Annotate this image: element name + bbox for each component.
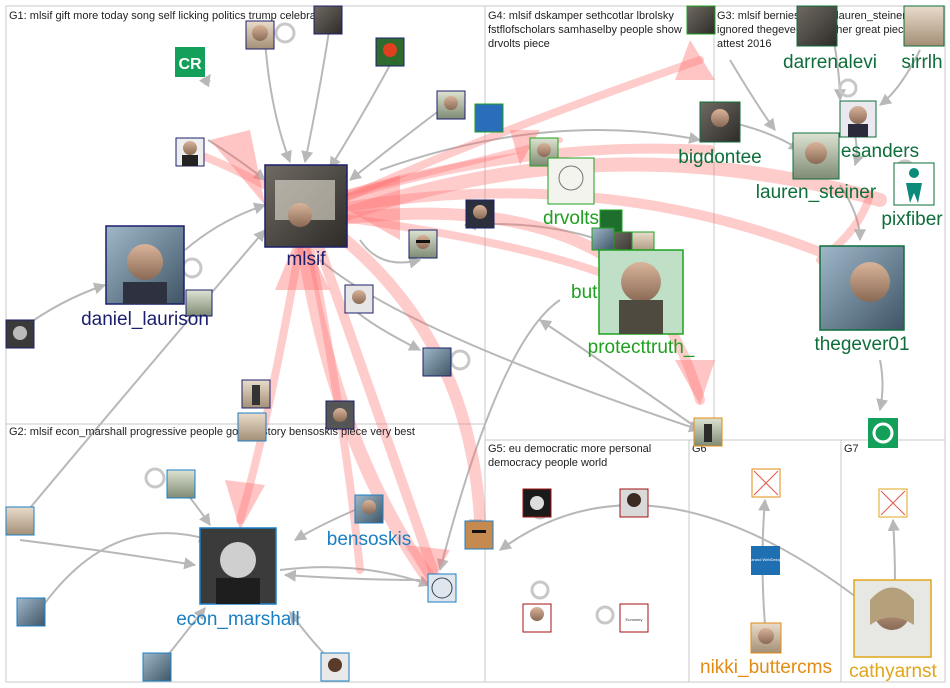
label-pixfiber[interactable]: pixfiber	[881, 209, 943, 230]
label-protecttruth[interactable]: protecttruth_	[588, 337, 695, 358]
label-esanders[interactable]: esanders	[841, 141, 919, 162]
avatar-node-g1-small-girl[interactable]	[185, 289, 213, 317]
avatar-node-bigdontee[interactable]	[699, 101, 741, 143]
avatar-node-g2-left-a[interactable]	[5, 506, 35, 536]
marand-logo-text: Marand WebDesign	[748, 557, 783, 562]
avatar-node-nikki-buttercms[interactable]	[750, 622, 782, 654]
avatar-node-g1-top-right[interactable]	[313, 5, 343, 35]
pixfiber-logo-node[interactable]	[893, 162, 935, 206]
avatar-node-g1-hat[interactable]	[237, 412, 267, 442]
label-bensoskis[interactable]: bensoskis	[327, 529, 412, 550]
label-sirrlh[interactable]: sirrlh	[901, 52, 942, 73]
avatar-node-g1-glasses[interactable]	[344, 284, 374, 314]
group-label-g1: G1: mlsif gift more today song self lick…	[9, 10, 334, 22]
avatar-node-g5-dark[interactable]	[522, 488, 552, 518]
avatar-node-cathyarnst[interactable]	[853, 579, 932, 658]
avatar-node-drvolts[interactable]	[547, 157, 595, 205]
avatar-node-g4-cluster-b[interactable]	[591, 227, 615, 251]
group-labels: G1: mlsif gift more today song self lick…	[9, 10, 910, 469]
avatar-node-g1-woman-top[interactable]	[245, 20, 275, 50]
label-nikki-buttercms[interactable]: nikki_buttercms	[700, 657, 832, 678]
avatar-node-g2-compass[interactable]	[427, 573, 457, 603]
avatar-node-esanders[interactable]	[839, 100, 877, 138]
group-label-g4: G4: mlsif dskamper sethcotlar lbrolsky f…	[488, 10, 685, 50]
label-daniel-laurison[interactable]: daniel_laurison	[81, 309, 209, 330]
gray-edges	[19, 19, 921, 666]
label-thegever01[interactable]: thegever01	[814, 334, 909, 355]
label-darrenalevi[interactable]: darrenalevi	[783, 52, 877, 73]
avatar-node-g1-suit[interactable]	[175, 137, 205, 167]
avatar-node-daniel-laurison[interactable]	[105, 225, 185, 305]
avatar-node-econ-marshall[interactable]	[199, 527, 277, 605]
avatar-node-g2-left-b[interactable]	[16, 597, 46, 627]
avatar-node-g2-cartoon[interactable]	[464, 520, 494, 550]
group-label-g4-line1: G4: mlsif dskamper sethcotlar lbrolsky	[488, 10, 674, 22]
avatar-node-g5-man[interactable]	[522, 603, 552, 633]
group-label-g4-line2: fstflofscholars samhaselby people show	[488, 24, 682, 36]
eumoney-logo-node[interactable]: Eumoney	[619, 603, 649, 633]
self-loops	[144, 22, 916, 625]
label-drvolts[interactable]: drvolts	[543, 208, 599, 229]
node-labels: mlsif daniel_laurison econ_marshall bens…	[81, 52, 943, 682]
avatar-node-g1-cap[interactable]	[325, 400, 355, 430]
group-label-g7: G7	[844, 443, 859, 455]
group-label-g5: G5: eu democratic more personal democrac…	[488, 443, 654, 469]
avatar-node-g1-flower[interactable]	[375, 37, 405, 67]
broken-image-node-g7[interactable]	[878, 488, 908, 518]
avatar-node-g2-bottom-a[interactable]	[142, 652, 172, 682]
cr-logo-text: CR	[178, 56, 202, 73]
avatar-node-g1-woman-right[interactable]	[436, 90, 466, 120]
label-cathyarnst[interactable]: cathyarnst	[849, 661, 937, 682]
avatar-node-sirrlh[interactable]	[903, 5, 945, 47]
avatar-node-mlsif[interactable]	[264, 164, 348, 248]
avatar-node-g1-street[interactable]	[422, 347, 452, 377]
avatar-node-g1-sunglasses[interactable]	[408, 229, 438, 259]
group-label-g2: G2: mlsif econ_marshall progressive peop…	[9, 426, 415, 438]
marand-logo-node[interactable]: Marand WebDesign	[748, 546, 783, 575]
avatar-node-bensoskis[interactable]	[354, 494, 384, 524]
avatar-node-darrenalevi[interactable]	[796, 5, 838, 47]
label-mlsif[interactable]: mlsif	[286, 249, 326, 270]
cr-logo-node[interactable]: CR	[175, 47, 205, 77]
group-label-g5-line2: democracy people world	[488, 457, 607, 469]
avatar-node-g1-left-bw[interactable]	[5, 319, 35, 349]
avatar-node-g4-top[interactable]	[686, 5, 716, 35]
avatar-node-g2-tree[interactable]	[166, 469, 196, 499]
avatar-node-g4-tree[interactable]	[474, 103, 504, 133]
avatar-node-g6-top[interactable]	[693, 417, 723, 447]
avatar-node-lauren-steiner[interactable]	[792, 132, 840, 180]
avatar-node-g5-woman[interactable]	[619, 488, 649, 518]
label-butt-partial[interactable]: but	[571, 282, 598, 303]
avatar-nodes: CR	[5, 5, 945, 682]
avatar-node-thegever01[interactable]	[819, 245, 905, 331]
label-bigdontee[interactable]: bigdontee	[678, 147, 761, 168]
avatar-node-g1-standing[interactable]	[241, 379, 271, 409]
label-lauren-steiner[interactable]: lauren_steiner	[756, 182, 877, 203]
avatar-node-protecttruth[interactable]	[598, 249, 684, 335]
avatar-node-g1-man-dark[interactable]	[465, 199, 495, 229]
g-logo-node[interactable]	[868, 418, 898, 448]
red-arrowheads	[210, 40, 715, 585]
label-econ-marshall[interactable]: econ_marshall	[176, 609, 300, 630]
group-box-g5	[484, 439, 690, 683]
group-label-g3-line3: attest 2016	[717, 38, 771, 50]
group-label-g4-line3: drvolts piece	[488, 38, 550, 50]
avatar-node-g2-bottom-b[interactable]	[320, 652, 350, 682]
broken-image-node-g6[interactable]	[751, 468, 781, 498]
eumoney-logo-text: Eumoney	[626, 617, 643, 622]
group-label-g5-line1: G5: eu democratic more personal	[488, 443, 651, 455]
